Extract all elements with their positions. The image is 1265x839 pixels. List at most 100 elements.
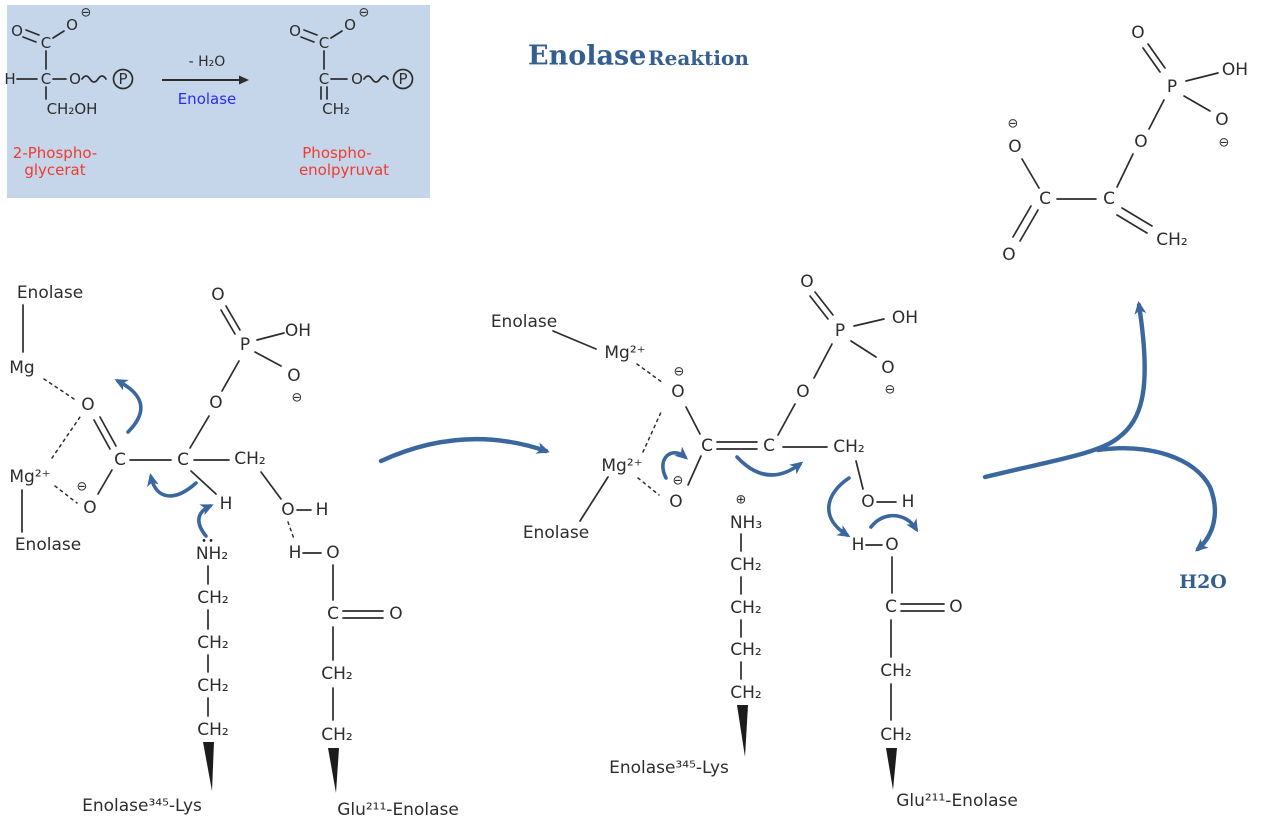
atom-label-h: H bbox=[852, 535, 865, 555]
bond-line bbox=[220, 309, 236, 335]
bond-line bbox=[303, 29, 318, 36]
wedge-bond bbox=[202, 539, 206, 542]
atom-label-ch: CH₂ bbox=[322, 100, 350, 118]
bond-line bbox=[1148, 99, 1165, 130]
reaction-overview-box-background bbox=[7, 5, 430, 198]
magnesium-ion: Mg²⁺ bbox=[601, 456, 642, 476]
residue-lys345-label: Enolase³⁴⁵-Lys bbox=[82, 796, 202, 816]
atom-label-o: O bbox=[949, 597, 962, 617]
coordination-dash-line bbox=[637, 477, 660, 496]
atom-label-o: O bbox=[1131, 23, 1144, 43]
atom-label-o: O bbox=[281, 500, 294, 520]
reaction-flow: H2O bbox=[378, 301, 1227, 593]
bond-line bbox=[99, 416, 117, 447]
charge-minus-icon: ⊖ bbox=[1008, 117, 1019, 132]
atom-label-nh: NH₂ bbox=[196, 544, 228, 564]
atom-label-h: H bbox=[4, 70, 15, 88]
atom-label-o: O bbox=[1002, 245, 1015, 265]
bond-line bbox=[1142, 47, 1161, 73]
residue-enolase-bottom: Enolase bbox=[523, 523, 589, 543]
atom-label-c: C bbox=[885, 597, 897, 617]
atom-label-o: O bbox=[1134, 132, 1147, 152]
bond-line bbox=[300, 36, 315, 43]
atom-label-ch: CH₂ bbox=[321, 725, 352, 745]
residue-enolase-top: Enolase bbox=[491, 312, 557, 332]
atom-label-o: O bbox=[326, 543, 339, 563]
coordination-dash-line bbox=[43, 378, 75, 400]
atom-label-c: C bbox=[1039, 189, 1051, 209]
bond-line bbox=[260, 471, 282, 500]
atom-label-o: O bbox=[83, 498, 96, 518]
page-title-sub: Reaktion bbox=[648, 46, 749, 70]
to-product-arrow bbox=[982, 301, 1147, 480]
atom-label-o: O bbox=[796, 382, 809, 402]
phosphate-circle-icon bbox=[112, 68, 134, 90]
magnesium-ion: Mg²⁺ bbox=[604, 343, 645, 363]
atom-label-o: O bbox=[11, 22, 23, 40]
water-release-arrow bbox=[1095, 446, 1218, 552]
bond-line bbox=[813, 343, 833, 379]
atom-label-c: C bbox=[177, 450, 189, 470]
bond-line bbox=[25, 29, 40, 36]
bond-line bbox=[189, 415, 210, 449]
electron-arrow-icon bbox=[827, 476, 851, 538]
residue-enolase-top: Enolase bbox=[17, 283, 83, 303]
electron-arrow-icon bbox=[114, 379, 143, 434]
residue-lys345-label: Enolase³⁴⁵-Lys bbox=[609, 758, 729, 778]
atom-label-c: C bbox=[319, 70, 329, 88]
coordination-dash-line bbox=[287, 521, 295, 540]
atom-label-o: O bbox=[671, 382, 684, 402]
charge-minus-icon: ⊖ bbox=[885, 383, 896, 398]
atom-label-c: C bbox=[1103, 189, 1115, 209]
substrate-name-line2: glycerat bbox=[24, 161, 85, 179]
atom-label-o: O bbox=[289, 22, 301, 40]
atom-label-p: P bbox=[1167, 77, 1177, 97]
substrate-name-line1: 2-Phospho- bbox=[13, 144, 97, 162]
atom-label-nh: NH₃ bbox=[730, 513, 762, 533]
atom-label-c: C bbox=[41, 70, 51, 88]
bond-line bbox=[1183, 95, 1211, 112]
atom-label-ch: CH₂ bbox=[730, 598, 761, 618]
atom-label-o: O bbox=[81, 395, 94, 415]
bond-line bbox=[221, 360, 240, 392]
bond-line bbox=[687, 455, 702, 486]
atom-label-o: O bbox=[861, 492, 874, 512]
atom-label-o: O bbox=[66, 16, 78, 34]
atom-label-ch: CH₂ bbox=[1156, 230, 1187, 250]
atom-label-c: C bbox=[319, 34, 329, 52]
atom-label-h: H bbox=[316, 500, 329, 520]
atom-label-h: H bbox=[289, 543, 302, 563]
bond-line bbox=[22, 36, 37, 43]
wedge-bond bbox=[737, 705, 748, 757]
electron-arrow-icon bbox=[869, 513, 919, 533]
atom-label-o: O bbox=[211, 285, 224, 305]
bond-line bbox=[552, 330, 597, 350]
atom-label-ch: CH₂ bbox=[321, 664, 352, 684]
wedge-bond bbox=[328, 748, 339, 793]
atom-label-ch: CH₂ bbox=[730, 640, 761, 660]
electron-arrow-icon bbox=[735, 455, 804, 477]
charge-minus-icon: ⊖ bbox=[81, 6, 92, 21]
atom-label-oh: OH bbox=[892, 308, 918, 328]
coordination-dash-line bbox=[51, 416, 81, 459]
minus-water-label: - H₂O bbox=[189, 54, 226, 70]
bond-line bbox=[256, 332, 285, 341]
bond-line bbox=[1116, 153, 1134, 188]
wedge-bond bbox=[203, 742, 214, 791]
magnesium-ion: Mg bbox=[9, 358, 34, 378]
bond-line bbox=[254, 351, 282, 367]
phosphate-p-label: P bbox=[118, 70, 127, 88]
electron-arrow-icon bbox=[661, 446, 689, 480]
bond-line bbox=[850, 340, 877, 358]
bond-line bbox=[1019, 209, 1039, 242]
atom-label-c: C bbox=[701, 436, 713, 456]
bond-line bbox=[1021, 158, 1040, 189]
atom-label-c: C bbox=[327, 604, 339, 624]
charge-minus-icon: ⊖ bbox=[292, 391, 303, 406]
